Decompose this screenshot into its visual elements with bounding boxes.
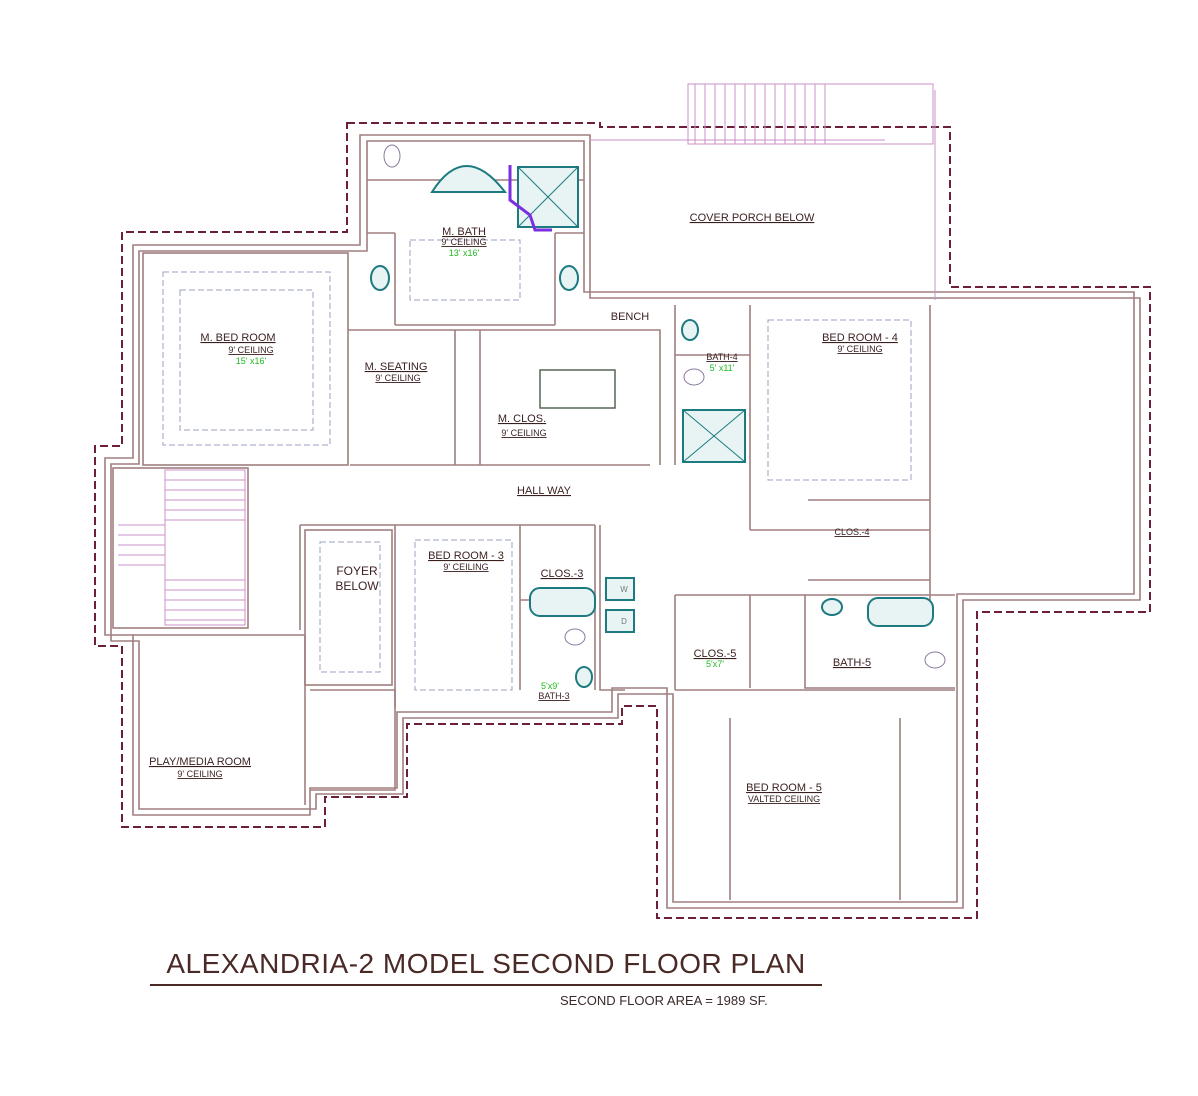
foyer-below-label: BELOW [335,579,379,593]
closet-island [539,369,616,409]
walls [104,134,1141,909]
m-bed-dim: 15' x16' [236,356,267,366]
ceiling-lines [162,239,912,691]
bed3-ceiling: 9' CEILING [443,562,488,572]
floor-area: SECOND FLOOR AREA = 1989 SF. [560,993,768,1008]
exterior-outline [94,122,1151,919]
clos4-label: CLOS.-4 [834,527,869,537]
bed4-label: BED ROOM - 4 [822,332,898,344]
play-media-label: PLAY/MEDIA ROOM [149,756,251,768]
bed3-label: BED ROOM - 3 [428,550,504,562]
toilets [383,144,946,669]
m-bed-label: M. BED ROOM [200,332,275,344]
bath4-dim: 5' x11' [710,363,735,373]
clos5-label: CLOS.-5 [694,648,737,660]
m-seating-ceiling: 9' CEILING [375,373,420,383]
m-bed-ceiling: 9' CEILING [228,345,273,355]
play-media-ceiling: 9' CEILING [177,769,222,779]
clos3-label: CLOS.-3 [541,568,584,580]
stairs [118,83,936,626]
shower-drains [517,166,746,463]
m-bath-dim: 13' x16' [449,248,480,258]
dryer-label: D [621,617,627,626]
bath3-label: BATH-3 [538,691,569,701]
m-clos-label: M. CLOS. [498,413,546,425]
bath4-label: BATH-4 [706,352,737,362]
bench-label: BENCH [611,311,650,323]
m-seating-label: M. SEATING [365,361,428,373]
bath3-dim: 5'x9' [541,681,559,691]
hallway-label: HALL WAY [517,485,572,497]
bed5-label: BED ROOM - 5 [746,782,822,794]
m-clos-ceiling: 9' CEILING [501,428,546,438]
bed5-ceiling: VALTED CEILING [748,794,820,804]
washer-label: W [620,585,628,594]
m-bath-ceiling: 9' CEILING [441,237,486,247]
bath5-label: BATH-5 [833,657,871,669]
bed4-ceiling: 9' CEILING [837,344,882,354]
m-bath-label: M. BATH [442,226,486,238]
plan-title: ALEXANDRIA-2 MODEL SECOND FLOOR PLAN [150,948,822,986]
clos5-dim: 5'x7' [706,659,724,669]
purple-shower-wall [508,165,552,232]
foyer-label: FOYER [336,564,378,578]
cover-porch-label: COVER PORCH BELOW [690,212,815,224]
